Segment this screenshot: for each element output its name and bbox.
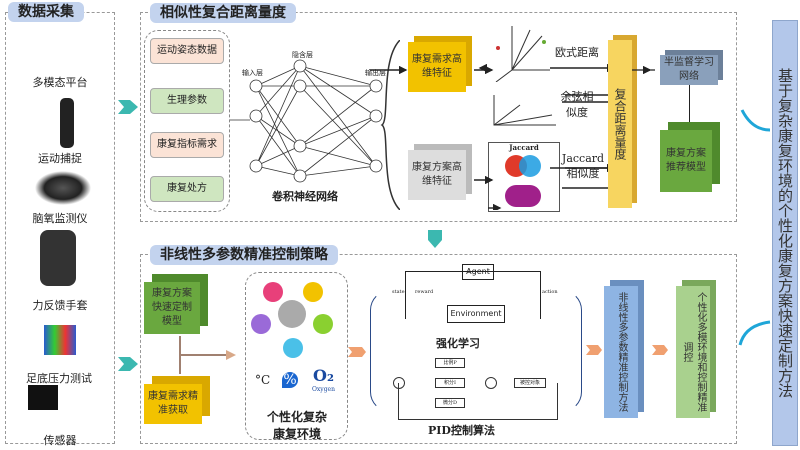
rl-loop: [405, 271, 541, 319]
cosine-plot: [493, 95, 556, 126]
output-layer-label: 输出层: [365, 69, 386, 77]
jaccard-label: Jaccard相似度: [561, 152, 605, 180]
section-title-data-collection: 数据采集: [8, 2, 84, 22]
input-layer-label: 输入层: [242, 69, 263, 77]
pid-i-box: 积分I: [435, 378, 465, 388]
sum-junction-1: [393, 377, 405, 389]
foot-pressure-image: [44, 325, 76, 355]
input-motion: 运动姿态数据: [150, 38, 224, 64]
humidity-icon: %: [282, 372, 298, 388]
input-demand: 康复指标需求: [150, 132, 224, 158]
plan-feature-cube: 康复方案高维特征: [408, 150, 466, 200]
action-label: action: [542, 289, 558, 295]
euclid-plot: [495, 26, 550, 82]
device-label: 运动捕捉: [38, 152, 82, 165]
head-icon: [278, 300, 306, 328]
device-label: 传感器: [43, 434, 77, 447]
control-panel: [140, 254, 737, 444]
device-label: 力反馈手套: [32, 299, 88, 312]
rl-title: 强化学习: [436, 337, 480, 350]
cosine-label: 余弦相似度: [560, 90, 594, 119]
hand-icon: [251, 314, 271, 334]
section-title-control: 非线性多参数精准控制策略: [150, 245, 338, 265]
environment-title: 个性化复杂康复环境: [266, 410, 327, 441]
input-prescription: 康复处方: [150, 176, 224, 202]
teal-arrow-right-top: [118, 100, 138, 114]
state-label: state: [392, 289, 405, 295]
custom-model-cube: 康复方案快速定制模型: [144, 282, 200, 334]
euclid-label: 欧式距离: [555, 46, 599, 59]
teal-arrow-down: [428, 230, 442, 248]
nose-icon: [313, 314, 333, 334]
cnn-title: 卷积神经网络: [272, 190, 338, 203]
arrow-down: [689, 85, 690, 125]
device-label: 足底压力测试: [26, 372, 92, 385]
recommend-model-cube: 康复方案推荐模型: [660, 130, 712, 192]
venn-union: [505, 185, 541, 207]
branch-line: [180, 354, 232, 356]
pid-plant-box: 被控对象: [514, 378, 546, 388]
glove-image: [40, 230, 76, 286]
input-physio: 生理参数: [150, 88, 224, 114]
sensor-image: [28, 385, 58, 410]
teal-arrow-right-bottom: [118, 357, 138, 371]
regulation-column: 个性化多模环境和控制精准调控: [676, 286, 710, 418]
oxygen-label: Oxygen: [312, 386, 335, 393]
pid-p-box: 比例P: [435, 358, 465, 368]
reward-label: reward: [415, 289, 434, 295]
venn-blue: [519, 155, 541, 177]
environment-group: [245, 272, 348, 440]
device-label: 脑氧监测仪: [32, 212, 88, 225]
similarity-panel: [140, 12, 737, 222]
motion-capture-image: [60, 98, 74, 148]
temperature-icon: °C: [255, 373, 271, 387]
nonlinear-method-column: 非线性多参数精准控制方法: [604, 286, 638, 418]
environment-box: Environment: [447, 305, 505, 323]
section-title-similarity: 相似性复合距离量度: [150, 3, 296, 23]
device-label: 多模态平台: [32, 76, 88, 89]
mouth-icon: [283, 338, 303, 358]
jaccard-title: Jaccard: [509, 143, 539, 152]
pid-d-box: 微分D: [435, 398, 465, 408]
demand-feature-cube: 康复需求高维特征: [408, 42, 466, 92]
final-method-title: 基于复杂康复环境的个性化康复方案快速定制方法: [772, 20, 798, 446]
semi-supervised-network: 半监督学习网络: [660, 55, 718, 85]
brain-oxygen-image: [30, 168, 96, 208]
eye-icon: [263, 282, 283, 302]
pid-title: PID控制算法: [428, 424, 495, 437]
ear-icon: [303, 282, 323, 302]
oxygen-icon: O₂: [313, 366, 334, 385]
pid-feedback: [398, 383, 558, 420]
cnn-diagram: [230, 40, 400, 210]
sum-junction-2: [485, 377, 497, 389]
top-arrows: [370, 63, 650, 210]
hidden-layer-label: 隐含层: [292, 51, 313, 59]
inputs-group: [144, 30, 230, 212]
rl-bracket: [370, 290, 582, 412]
demand-acquisition-cube: 康复需求精准获取: [144, 384, 202, 424]
composite-distance-column: 复合距离量度: [608, 40, 632, 208]
jaccard-venn: Jaccard: [488, 142, 560, 212]
